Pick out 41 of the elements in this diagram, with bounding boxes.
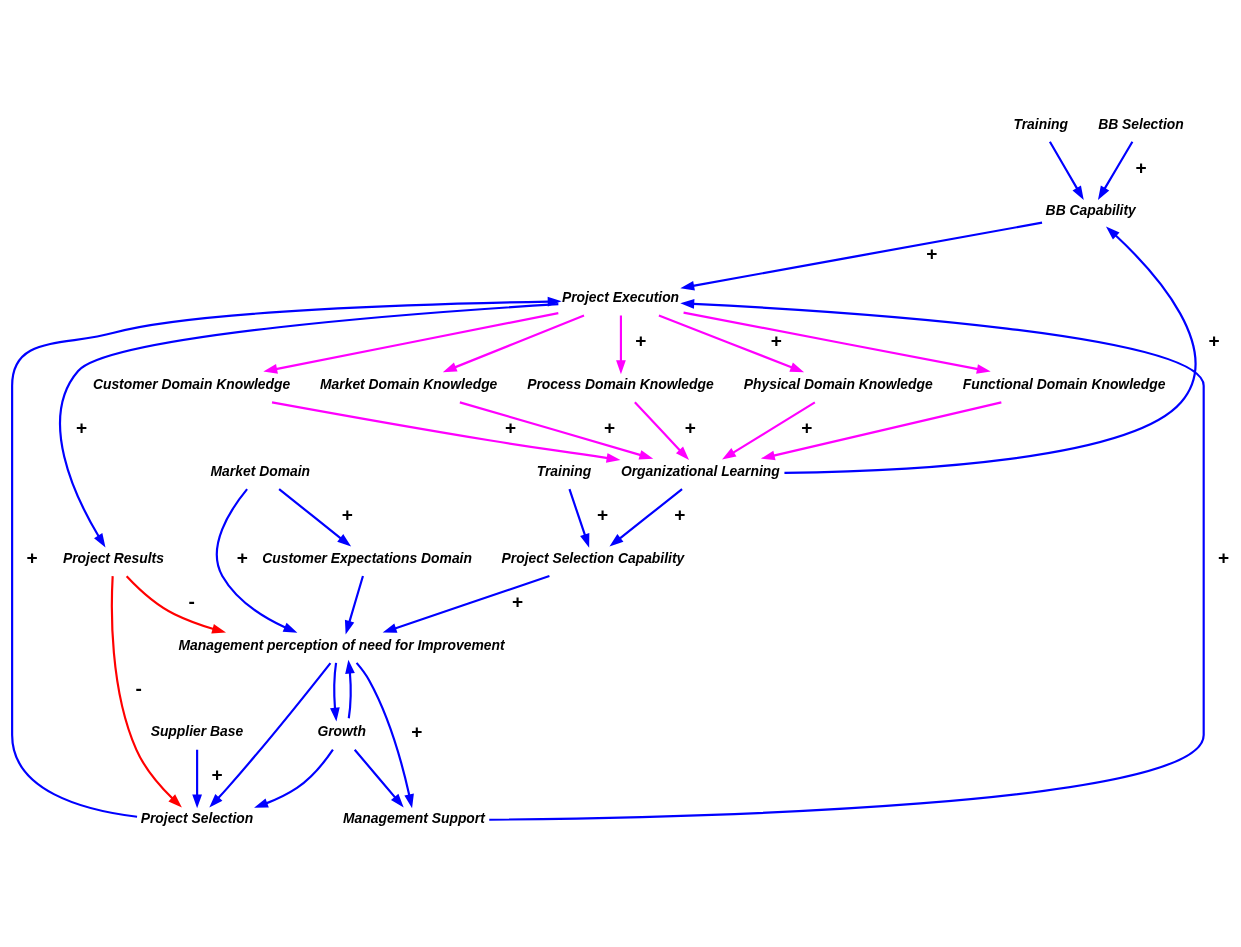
edge-label: - [188,590,195,612]
edge-label: + [411,721,423,743]
edge-label: + [684,417,696,439]
node-text: Project Execution [561,289,680,306]
node-text: Process Domain Knowledge [527,376,714,393]
node-text: Management Support [343,810,485,827]
node-text: Organizational Learning [620,462,780,479]
node-text: BB Capability [1045,202,1136,219]
node-text: Supplier Base [150,723,244,740]
edge-label: + [674,503,686,525]
node-text: Training [536,462,592,479]
edge-label: + [1208,330,1220,352]
node-text: Training [1013,115,1068,132]
node-text: BB Selection [1098,115,1184,132]
edge-label: + [511,590,524,612]
node-text: Growth [317,723,366,740]
edge-label: + [26,547,38,569]
edge-label: + [770,330,782,352]
node-text: Market Domain Knowledge [320,376,498,393]
node-text: Management perception of need for Improvement [178,636,505,653]
edge-label: + [801,417,813,439]
edge-label: + [635,330,647,352]
node-text: Customer Expectations Domain [262,549,472,566]
node-text: Project Selection Capability [501,549,685,566]
node-text: Functional Domain Knowledge [962,376,1166,393]
edge-label: - [135,677,142,699]
node-text: Market Domain [210,462,311,479]
node-text: Project Selection [140,810,254,827]
edge-label: + [504,417,517,439]
edge-label: + [1218,547,1230,569]
node-text: Customer Domain Knowledge [92,376,291,393]
edge-label: + [604,417,616,439]
edge-label: + [597,503,609,525]
edge-label: + [926,243,938,265]
node-text: Physical Domain Knowledge [743,376,933,393]
edge-label: + [211,764,223,786]
edge-label: + [341,503,353,525]
node-text: Project Results [62,549,164,566]
edge-label: + [75,417,88,439]
edge-label: + [1135,156,1147,178]
edge-label: + [236,547,248,569]
